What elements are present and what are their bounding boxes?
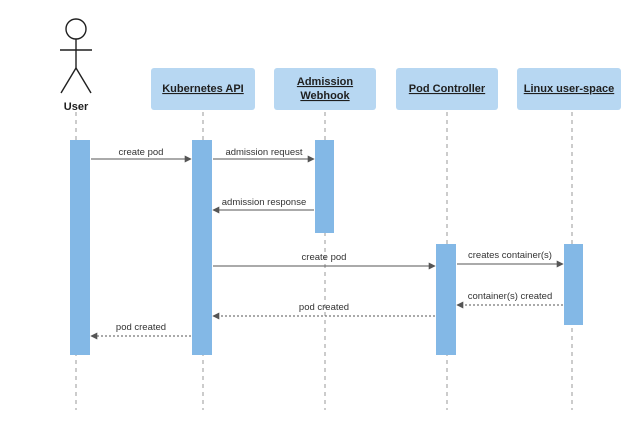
message-label: pod created: [116, 322, 166, 333]
message-label: admission response: [222, 197, 307, 208]
activation-bar-admission-webhook: [315, 140, 334, 233]
participant-pod-controller: Pod Controller: [396, 68, 498, 110]
message-label: pod created: [299, 302, 349, 313]
activation-bar-linux-user-space: [564, 244, 583, 325]
activation-bar-user: [70, 140, 90, 355]
participant-label: Pod Controller: [409, 83, 486, 95]
participant-label: Admission: [297, 76, 354, 88]
message-label: create pod: [119, 147, 164, 158]
message-label: admission request: [225, 147, 302, 158]
message-label: create pod: [302, 252, 347, 263]
participant-label: Kubernetes API: [162, 83, 244, 95]
user-actor-label: User: [64, 101, 89, 113]
participant-kubernetes-api: Kubernetes API: [151, 68, 255, 110]
activation-bar-pod-controller: [436, 244, 456, 355]
activation-bar-kubernetes-api: [192, 140, 212, 355]
participant-label: Linux user-space: [524, 83, 614, 95]
participant-label: Webhook: [300, 90, 350, 102]
user-actor-icon: [60, 18, 92, 94]
message-label: container(s) created: [468, 291, 552, 302]
message-label: creates container(s): [468, 250, 552, 261]
participant-admission-webhook: Admission Webhook: [274, 68, 376, 110]
participant-linux-user-space: Linux user-space: [517, 68, 621, 110]
